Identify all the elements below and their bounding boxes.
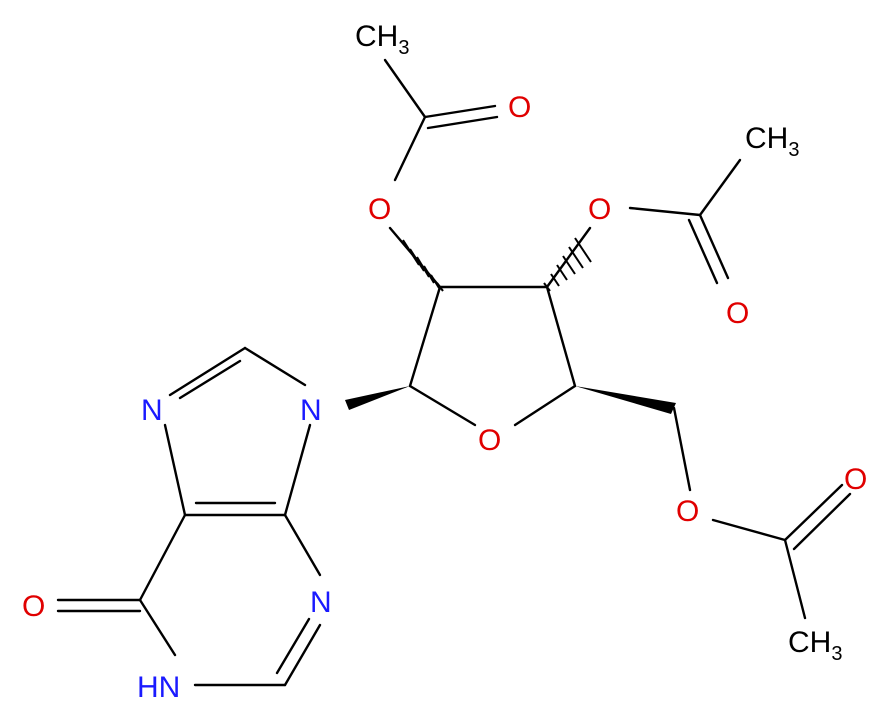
bond-c8-n7-double — [178, 359, 242, 400]
oxygen-ester-bottom-label: O — [676, 495, 699, 528]
wedge-c4-c5 — [575, 386, 676, 414]
bond-n3-c2p — [283, 623, 322, 687]
oxygen-ester-top-label: O — [368, 193, 391, 226]
oxygen-carbonyl-bottom-label: O — [844, 463, 867, 496]
bond-c8-n7 — [168, 346, 247, 397]
bond-c4-o-ring — [513, 384, 577, 427]
bond-n9-c8 — [243, 346, 307, 387]
nitrogen-n1-label: HN — [137, 671, 180, 704]
bond-n7-c5p — [163, 423, 187, 517]
oxygen-ring-label: O — [478, 424, 501, 457]
bond-n1-c6p — [138, 598, 177, 657]
bond-c-o-double-top — [423, 104, 497, 119]
oxygen-carbonyl-right-label: O — [726, 297, 749, 330]
atom-labels: CH3 O O CH3 O O N N O O O CH3 O N HN — [22, 20, 867, 704]
bond-n3-c2p-double — [275, 617, 311, 675]
methyl-top-label: CH3 — [355, 20, 409, 59]
bond-c2-c1 — [408, 285, 442, 388]
bond-c-o-double-right — [698, 213, 730, 280]
nitrogen-n9-label: N — [300, 394, 322, 427]
bond-c1-o-ring — [408, 384, 477, 427]
nitrogen-n3-label: N — [310, 586, 332, 619]
oxygen-carbonyl-top-label: O — [508, 91, 531, 124]
nitrogen-n7-label: N — [141, 394, 163, 427]
bond-c5-o — [672, 406, 692, 492]
bond-c4p-n9 — [283, 423, 312, 517]
hash-bond-c2-o — [402, 239, 444, 292]
hash-bond-c3-o — [543, 237, 592, 292]
bond-c-o-double-right-2 — [687, 218, 719, 285]
oxygen-ester-right-label: O — [588, 193, 611, 226]
methyl-right-label: CH3 — [745, 122, 799, 161]
bond-c-ch3-right — [698, 158, 742, 217]
bond-c-o-ester-top — [393, 115, 427, 182]
bond-o-c-bottom — [711, 518, 787, 542]
bond-ch3-c-top — [383, 58, 427, 119]
bond-c3-c4 — [545, 285, 577, 388]
bond-c-o-double-top-2 — [426, 115, 499, 130]
bond-c4p-n3 — [283, 513, 322, 577]
bond-c-o-double-bottom — [783, 483, 844, 542]
bonds — [56, 58, 852, 687]
bond-c-ch3-bottom — [783, 538, 807, 620]
bond-c-o-double-bottom-2 — [792, 492, 852, 551]
bond-c6p-c5p — [138, 513, 187, 602]
oxygen-c6-label: O — [22, 590, 45, 623]
wedge-c1-n9 — [345, 386, 410, 410]
bond-o-c-right — [628, 206, 702, 217]
methyl-bottom-label: CH3 — [788, 626, 842, 665]
